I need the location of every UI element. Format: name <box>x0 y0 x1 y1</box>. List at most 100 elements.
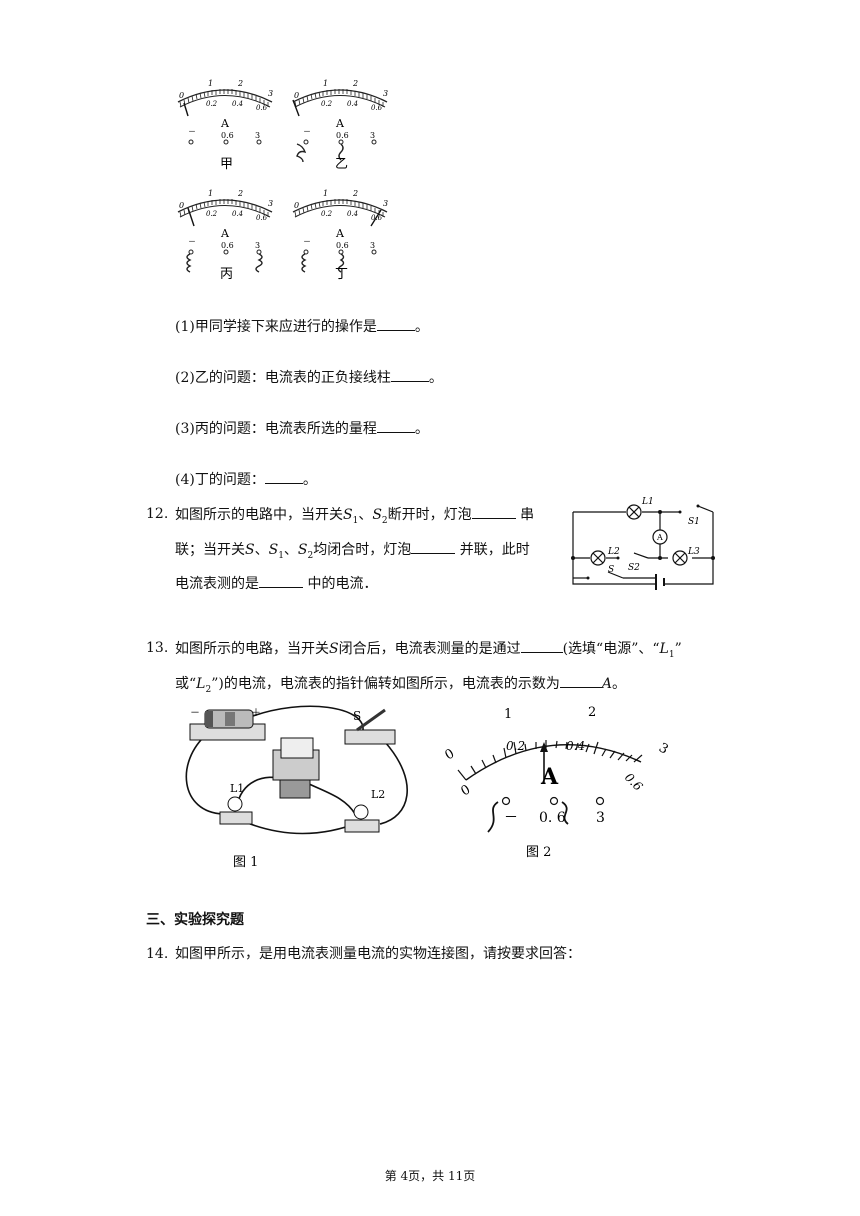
figure-1-caption: 图 1 <box>233 855 258 870</box>
needle <box>183 102 189 117</box>
svg-text:0: 0 <box>294 201 299 210</box>
scale-top-0: 0 <box>179 91 184 100</box>
svg-text:－: － <box>188 237 196 246</box>
needle <box>292 99 300 117</box>
svg-text:0.2: 0.2 <box>206 210 218 218</box>
label-L3: L3 <box>687 547 700 557</box>
q12-line-2: 联；当开关S、S1、S2均闭合时，灯泡 并联，此时 <box>175 539 530 566</box>
scale-0-bottom: 0 <box>459 782 474 799</box>
q11-part-2: (2)乙的问题：电流表的正负接线柱。 <box>175 367 443 388</box>
ammeter-bing: 0 1 2 3 0.2 0.4 0.6 A － 0.6 3 丙 <box>177 189 273 282</box>
scale-02-bottom: 0.2 <box>506 739 525 753</box>
svg-text:0.4: 0.4 <box>347 210 358 218</box>
scale-bottom-04: 0.4 <box>232 100 243 108</box>
svg-text:2: 2 <box>237 189 243 198</box>
switch-label: S <box>353 709 361 723</box>
answer-blank[interactable] <box>264 469 303 484</box>
scale-top-1: 1 <box>208 79 213 88</box>
q11-part-4: (4)丁的问题：。 <box>175 469 317 490</box>
svg-text:0.2: 0.2 <box>321 100 333 108</box>
q13-figure-1: － ＋ S L1 L2 图 1 <box>185 705 408 870</box>
label-L1: L1 <box>641 497 654 507</box>
q12-line-1: 如图所示的电路中，当开关S1、S2断开时，灯泡 串 <box>175 504 534 531</box>
svg-text:0.6: 0.6 <box>256 214 268 222</box>
svg-text:1: 1 <box>323 79 328 88</box>
page-footer: 第 4页，共 11页 <box>384 1169 476 1183</box>
svg-text:2: 2 <box>352 189 358 198</box>
answer-blank[interactable] <box>259 573 303 588</box>
scale-04-bottom: 0.4 <box>566 739 585 753</box>
needle <box>187 207 195 227</box>
label-S: S <box>608 565 614 575</box>
scale-3-top: 3 <box>656 740 671 757</box>
q13-figure-2: 0 1 2 3 0 0.2 0.4 0.6 A － 0. 6 3 图 2 <box>443 705 671 860</box>
q14-number: 14. <box>146 946 169 962</box>
svg-text:0.6: 0.6 <box>221 241 234 250</box>
svg-text:3: 3 <box>383 199 388 208</box>
answer-blank[interactable] <box>411 539 456 554</box>
q11-part-3: (3)丙的问题：电流表所选的量程。 <box>175 418 429 439</box>
svg-text:0: 0 <box>179 201 184 210</box>
scale-06-bottom: 0.6 <box>622 770 646 794</box>
svg-text:0.6: 0.6 <box>371 104 383 112</box>
q12-number: 12. <box>146 506 169 522</box>
terminal-06: 0.6 <box>221 131 234 140</box>
scale-bottom-02: 0.2 <box>206 100 218 108</box>
label-S1: S1 <box>688 517 700 527</box>
q12-circuit-diagram: L1 S1 A L2 S2 L3 S <box>571 497 715 590</box>
L2-label: L2 <box>371 788 385 801</box>
svg-text:1: 1 <box>323 189 328 198</box>
label-L2: L2 <box>607 547 620 557</box>
scale-0-top: 0 <box>443 746 458 763</box>
label-ding: 丁 <box>335 267 348 282</box>
L1-label: L1 <box>230 782 244 795</box>
answer-blank[interactable] <box>520 638 563 653</box>
scale-2-top: 2 <box>588 705 596 720</box>
svg-text:A: A <box>335 117 345 130</box>
label-A: A <box>656 533 663 542</box>
label-yi: 乙 <box>335 157 348 172</box>
svg-text:0.4: 0.4 <box>232 210 243 218</box>
answer-blank[interactable] <box>376 418 415 433</box>
svg-text:1: 1 <box>208 189 213 198</box>
svg-text:0.6: 0.6 <box>336 241 349 250</box>
scale-1-top: 1 <box>504 707 512 722</box>
svg-text:0: 0 <box>294 91 299 100</box>
svg-text:3: 3 <box>255 241 260 250</box>
svg-text:2: 2 <box>352 79 358 88</box>
svg-text:A: A <box>335 227 345 240</box>
scale-top-2: 2 <box>237 79 243 88</box>
answer-blank[interactable] <box>559 673 602 688</box>
terminal-3: 3 <box>255 131 260 140</box>
ammeter-group-figure: 0 1 2 3 0.2 0.4 0.6 A － 0.6 3 甲 0 1 2 3 … <box>177 79 388 282</box>
answer-blank[interactable] <box>376 316 415 331</box>
ammeter-yi: 0 1 2 3 0.2 0.4 0.6 A － 0.6 3 乙 <box>292 79 388 172</box>
svg-text:A: A <box>220 227 230 240</box>
figure-2-caption: 图 2 <box>526 845 551 860</box>
label-S2: S2 <box>628 563 640 573</box>
terminal-minus: － <box>188 127 196 136</box>
q11-part-1: (1)甲同学接下来应进行的操作是。 <box>175 316 429 337</box>
ammeter-jia: 0 1 2 3 0.2 0.4 0.6 A － 0.6 3 甲 <box>177 79 273 172</box>
unit-A: A <box>540 764 559 790</box>
needle <box>370 209 382 227</box>
terminal-minus: － <box>504 810 518 826</box>
svg-text:3: 3 <box>268 199 273 208</box>
section-heading: 三、实验探究题 <box>146 912 244 928</box>
terminal-06: 0. 6 <box>539 810 566 826</box>
svg-text:3: 3 <box>370 241 375 250</box>
svg-text:0.6: 0.6 <box>336 131 349 140</box>
ammeter-ding: 0 1 2 3 0.2 0.4 0.6 A － 0.6 3 丁 <box>292 189 388 282</box>
unit-label: A <box>220 117 230 130</box>
q12-line-3: 电流表测的是 中的电流． <box>175 573 377 594</box>
label-bing: 丙 <box>220 267 233 282</box>
battery-minus: － <box>190 708 200 719</box>
answer-blank[interactable] <box>390 367 429 382</box>
q13-number: 13. <box>146 640 169 656</box>
svg-text:－: － <box>303 237 311 246</box>
q13-line-1: 如图所示的电路，当开关S闭合后，电流表测量的是通过(选填“电源”、“L1” <box>175 638 682 665</box>
svg-text:0.6: 0.6 <box>371 214 383 222</box>
answer-blank[interactable] <box>471 504 516 519</box>
scale-top-3: 3 <box>268 89 273 98</box>
